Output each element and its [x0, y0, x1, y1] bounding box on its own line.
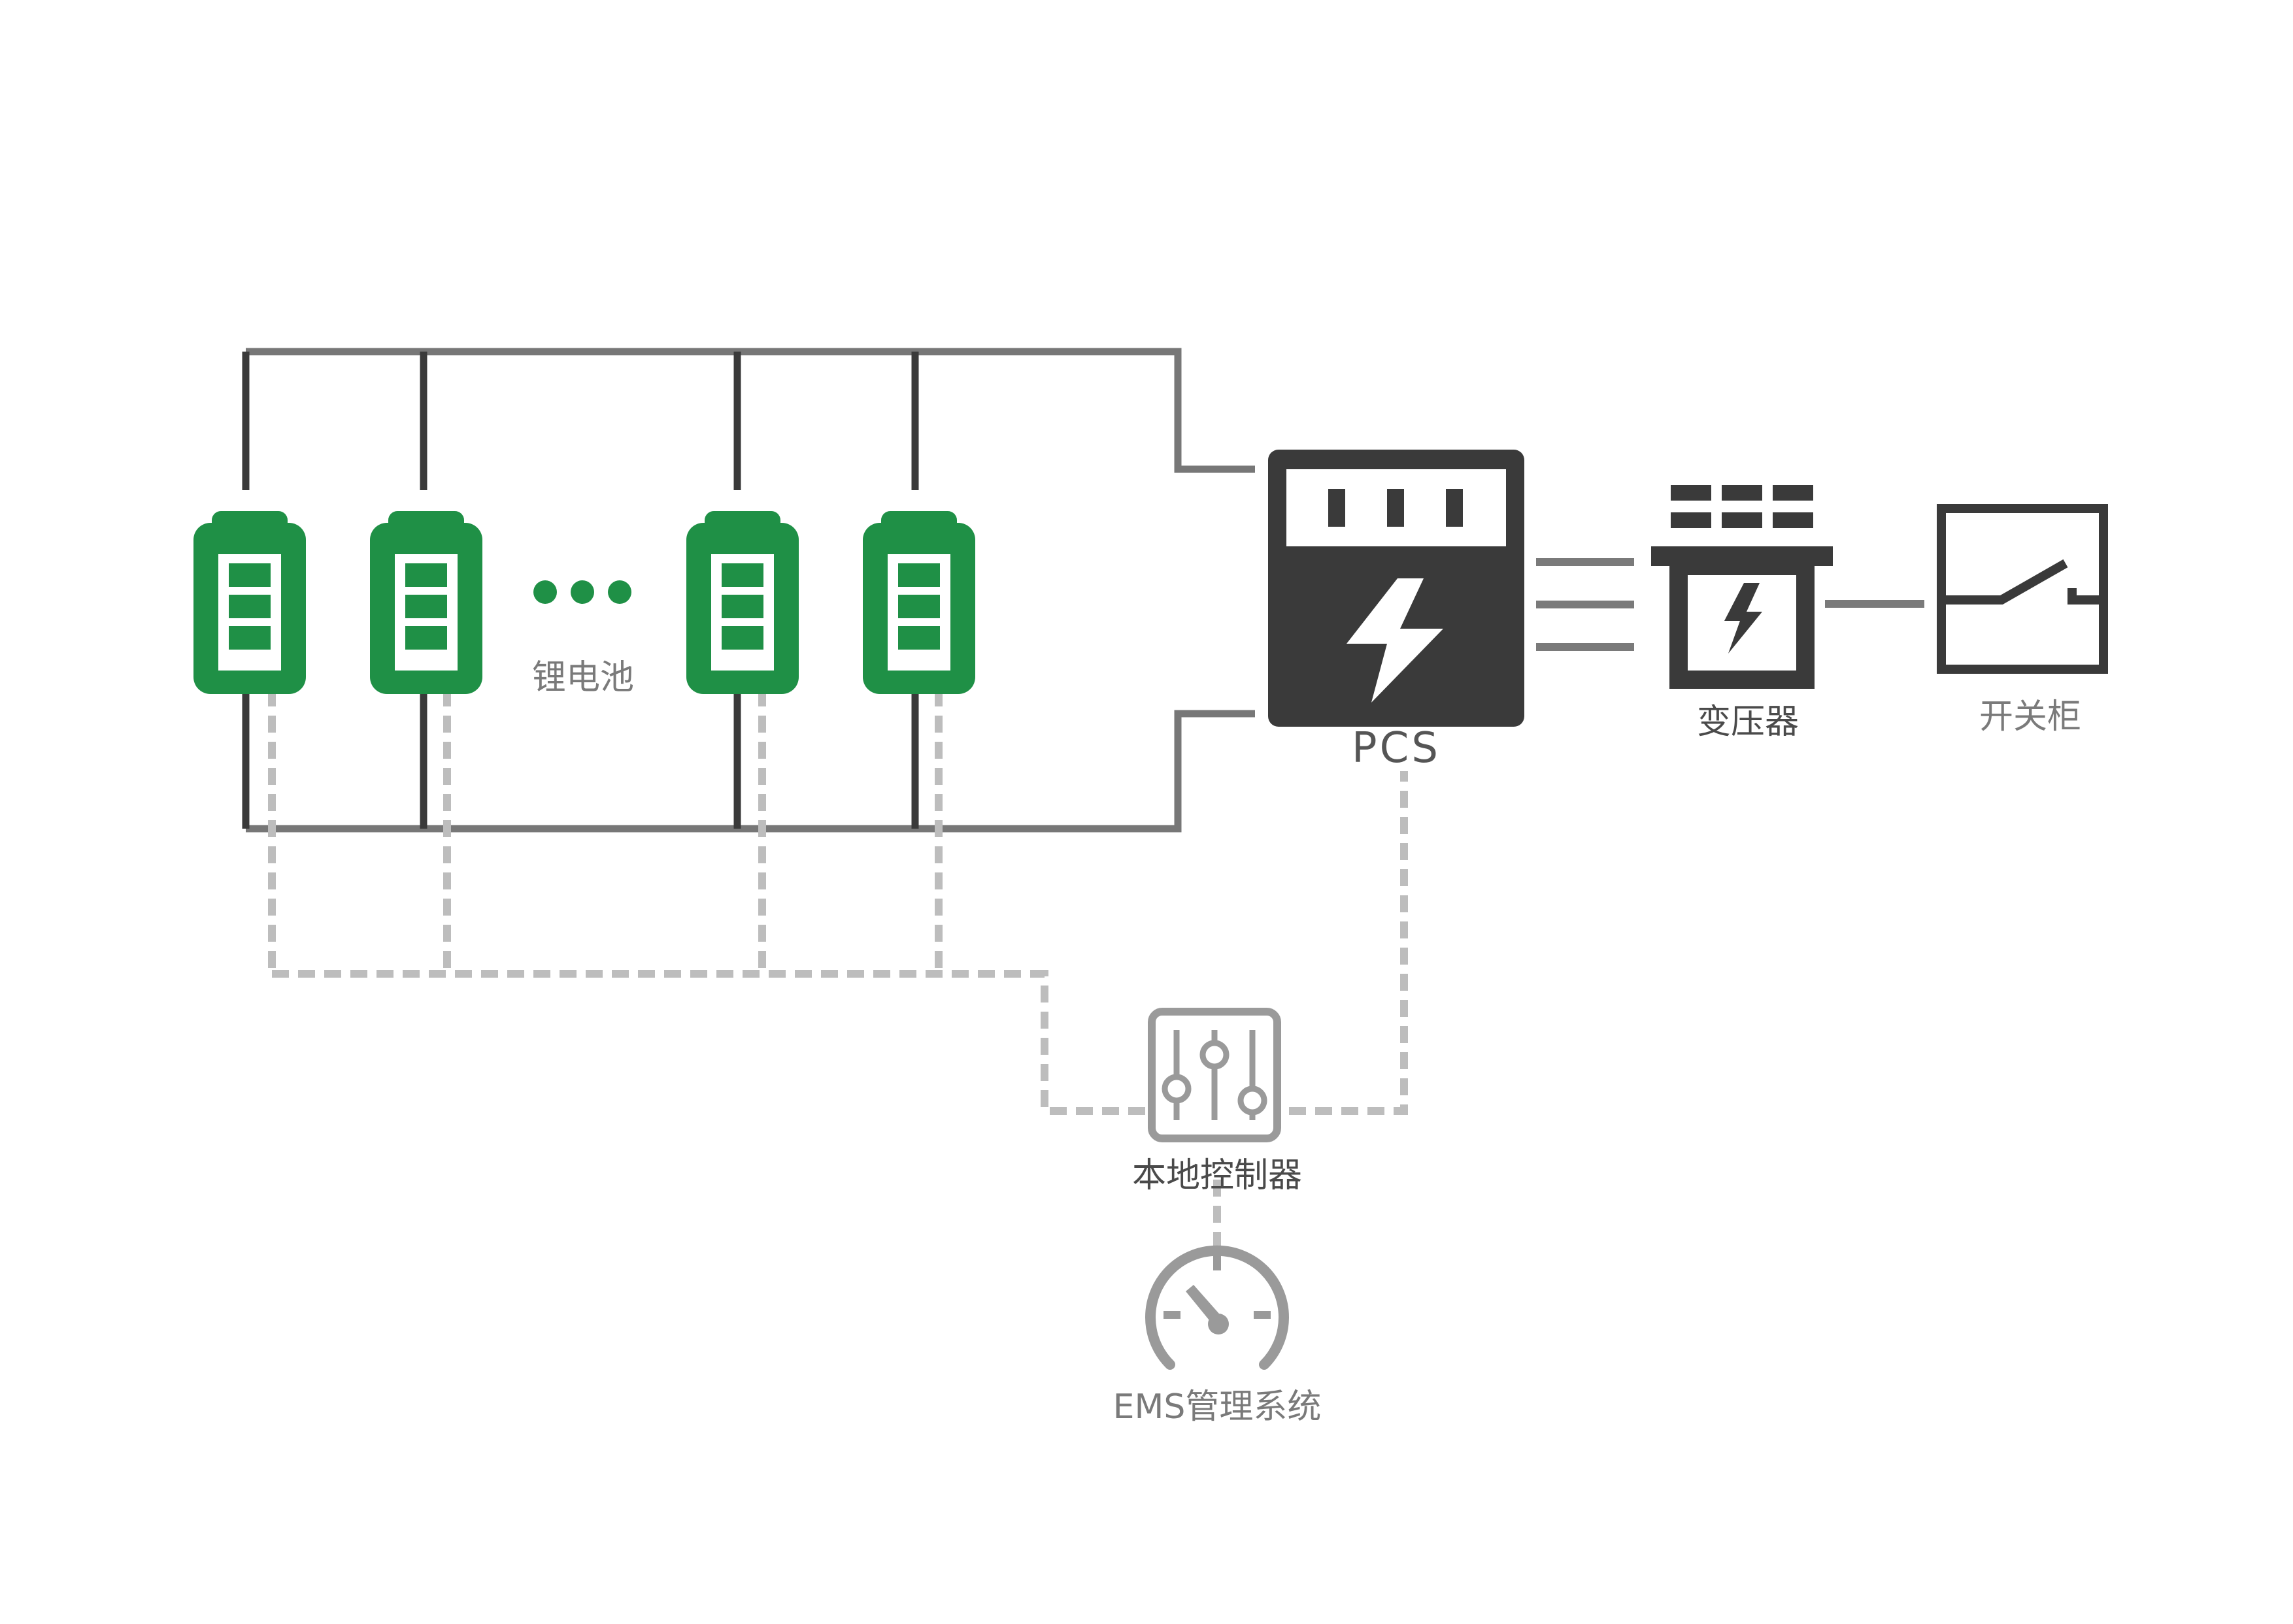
ac-lines: [1536, 558, 1634, 651]
battery-string-wires: [242, 352, 919, 829]
local-controller-label: 本地控制器: [1131, 1156, 1303, 1195]
battery-icon: [863, 511, 975, 694]
battery-icon: [193, 511, 306, 694]
battery-label: 锂电池: [531, 658, 635, 697]
communication-lines: [268, 689, 1408, 1255]
transformer-icon: [1651, 485, 1833, 689]
sliders-icon: [1148, 1008, 1281, 1142]
ellipsis-dots: [533, 580, 631, 604]
top-dc-bus: [246, 348, 1255, 473]
pcs-label: PCS: [1352, 724, 1441, 772]
transformer-label: 变压器: [1696, 703, 1799, 742]
switchgear-label: 开关柜: [1979, 697, 2082, 737]
inverter-icon: [1268, 450, 1524, 727]
battery-icon: [686, 511, 799, 694]
gauge-icon: [1145, 1245, 1289, 1370]
switch-icon: [1937, 504, 2108, 674]
battery-icon: [370, 511, 482, 694]
dc-bus: [246, 348, 1255, 833]
ems-label: EMS管理系统: [1113, 1387, 1322, 1427]
bottom-dc-bus: [246, 710, 1255, 833]
